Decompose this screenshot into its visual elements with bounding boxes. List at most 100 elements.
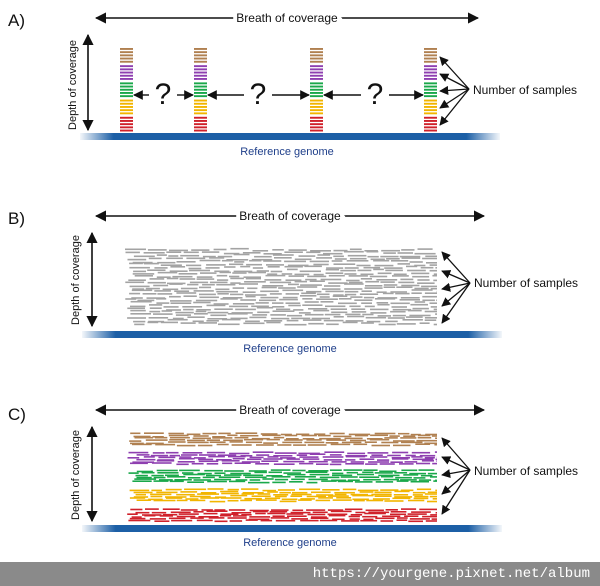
read <box>242 252 261 254</box>
read <box>294 476 316 478</box>
read <box>245 441 263 444</box>
read <box>434 451 437 453</box>
read <box>196 276 213 278</box>
read <box>435 313 437 315</box>
read <box>241 514 252 516</box>
read <box>252 267 264 269</box>
read <box>399 299 420 301</box>
read <box>365 280 380 283</box>
read <box>349 248 362 251</box>
read <box>333 435 352 438</box>
read <box>207 488 224 490</box>
gap-question: ? <box>133 78 194 111</box>
read <box>313 263 329 266</box>
read <box>384 267 403 269</box>
read <box>409 518 430 520</box>
read <box>293 444 307 446</box>
read <box>271 476 291 478</box>
read <box>408 520 423 523</box>
read <box>282 441 303 444</box>
read <box>169 295 181 298</box>
read <box>274 495 287 498</box>
read <box>188 267 202 270</box>
read <box>330 308 347 310</box>
read <box>294 280 307 283</box>
read <box>406 265 418 268</box>
read <box>416 488 432 491</box>
read <box>364 305 375 308</box>
read <box>166 257 183 260</box>
read <box>255 512 266 515</box>
read <box>338 298 352 300</box>
read-segment <box>424 120 437 122</box>
read-segment <box>194 65 207 68</box>
read <box>359 293 379 295</box>
read <box>431 435 437 437</box>
panel-label: C) <box>8 405 26 424</box>
read <box>178 513 199 515</box>
read <box>147 321 159 324</box>
fan-arrow <box>441 469 471 479</box>
read <box>412 494 423 496</box>
read <box>308 478 328 481</box>
read <box>230 317 248 320</box>
read <box>266 264 284 266</box>
read <box>435 458 437 461</box>
read <box>357 489 379 492</box>
read <box>183 308 194 311</box>
read <box>321 480 337 482</box>
read <box>346 260 369 262</box>
read <box>128 279 146 281</box>
read <box>127 307 145 310</box>
read <box>152 452 165 454</box>
read <box>193 435 209 437</box>
read <box>246 263 262 266</box>
read <box>230 247 249 250</box>
read <box>420 474 433 477</box>
read-segment <box>120 85 133 88</box>
read <box>267 273 278 275</box>
read <box>284 323 307 326</box>
read <box>206 320 219 322</box>
read <box>332 295 348 297</box>
read-segment <box>310 95 323 98</box>
read <box>413 497 429 500</box>
read <box>270 314 286 316</box>
read <box>230 494 248 497</box>
read <box>224 474 242 476</box>
read <box>176 463 189 466</box>
panel-b: B) Breath of coverage Depth of coverage … <box>8 205 578 355</box>
read <box>193 479 211 481</box>
read <box>213 248 227 251</box>
read <box>206 451 226 454</box>
read <box>185 498 199 500</box>
read <box>370 308 389 311</box>
read <box>377 459 390 461</box>
read <box>150 495 163 498</box>
read <box>169 454 180 457</box>
read-segment <box>424 51 437 54</box>
read <box>395 292 410 295</box>
read <box>427 491 437 494</box>
read <box>359 458 375 460</box>
read <box>377 315 391 317</box>
read <box>179 278 196 280</box>
read-segment <box>424 82 437 85</box>
read <box>363 469 378 471</box>
read <box>368 461 390 463</box>
read <box>347 254 367 257</box>
read <box>154 290 171 292</box>
read <box>306 251 321 254</box>
read <box>214 472 226 474</box>
read <box>391 457 410 459</box>
read <box>200 272 217 274</box>
read <box>129 285 150 288</box>
read <box>429 302 437 304</box>
read <box>216 283 236 286</box>
read <box>197 444 213 447</box>
read <box>220 513 239 515</box>
read <box>291 317 311 320</box>
read-segment <box>310 68 323 71</box>
read <box>249 516 271 518</box>
read <box>298 452 320 455</box>
